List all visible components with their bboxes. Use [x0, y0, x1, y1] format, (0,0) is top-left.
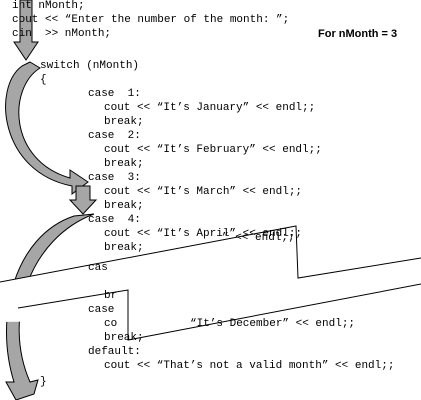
code-line-break-3: break;	[104, 200, 144, 212]
code-line-case-2: case 2:	[88, 130, 141, 142]
code-line-prompt: cout << “Enter the number of the month: …	[12, 14, 290, 26]
code-line-default: default:	[88, 346, 141, 358]
torn-band-top	[0, 226, 421, 340]
code-line-cout-default: cout << “That’s not a valid month” << en…	[104, 360, 395, 372]
torn-edge-upper	[0, 225, 421, 283]
skip-arrow-icon	[5, 213, 95, 400]
curved-flow-arrow-icon	[5, 61, 89, 195]
code-line-case-4: case 4:	[88, 214, 141, 226]
torn-edge-lower	[17, 283, 421, 341]
code-line-switch: switch (nMonth)	[40, 60, 140, 72]
code-line-cout-feb: cout << “It’s February” << endl;;	[104, 144, 322, 156]
code-line-break-4: break;	[104, 242, 144, 254]
code-line-cout-dec: “It’s December” << endl;;	[190, 318, 356, 330]
torn-band-mid	[128, 258, 421, 346]
code-fragment-endl: ” << endl;;	[222, 232, 295, 244]
break-arrow-icon	[68, 185, 98, 215]
code-fragment-cout: co	[104, 318, 118, 330]
code-line-cout-mar: cout << “It’s March” << endl;;	[104, 186, 303, 198]
code-line-break-dec: break;	[104, 332, 144, 344]
code-line-open-brace: {	[40, 74, 47, 86]
code-fragment-case-dec: case	[88, 304, 115, 316]
code-line-case-1: case 1:	[88, 88, 141, 100]
code-line-cout-apr: cout << “It’s April” << endl;;	[104, 228, 303, 240]
code-fragment-case: cas	[88, 262, 108, 274]
annotation-label: For nMonth = 3	[318, 28, 398, 40]
code-line-declare: int nMonth;	[12, 0, 85, 12]
code-line-break-2: break;	[104, 158, 144, 170]
code-line-input: cin >> nMonth;	[12, 28, 112, 40]
code-line-break-1: break;	[104, 116, 144, 128]
code-fragment-break: br	[104, 290, 118, 302]
code-line-cout-jan: cout << “It’s January” << endl;;	[104, 102, 316, 114]
code-line-close-brace: }	[40, 376, 47, 388]
code-line-case-3: case 3:	[88, 172, 141, 184]
flow-arrow-down-icon	[13, 0, 39, 61]
